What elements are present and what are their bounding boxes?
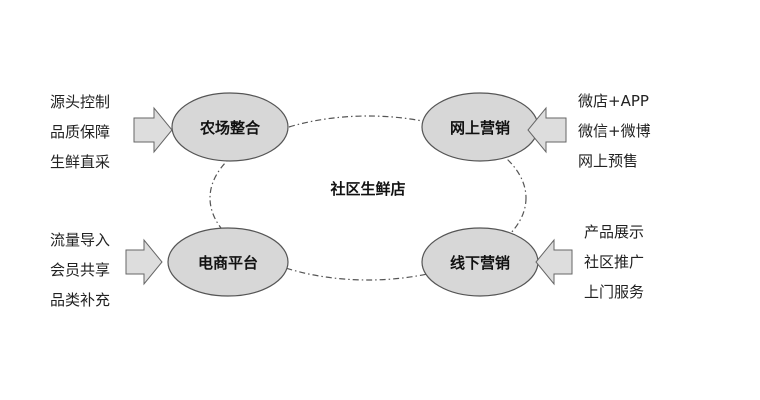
online-input-arrow [527, 106, 567, 154]
offline-input-arrow [535, 238, 573, 286]
offline-group: 线下营销 产品展示 社区推广 上门服务 [421, 223, 644, 301]
farm-input-3: 生鲜直采 [50, 153, 110, 171]
connection-ring [209, 115, 527, 281]
ecommerce-group: 流量导入 会员共享 品类补充 电商平台 [50, 227, 289, 309]
ecommerce-node [167, 227, 289, 297]
online-group: 网上营销 微店+APP 微信+微博 网上预售 [421, 92, 651, 170]
offline-node-label: 线下营销 [450, 254, 510, 272]
farm-group: 源头控制 品质保障 生鲜直采 农场整合 [50, 92, 289, 171]
online-input-3: 网上预售 [578, 152, 638, 170]
online-inputs-text: 微店+APP 微信+微博 网上预售 [578, 92, 651, 170]
online-input-1: 微店+APP [578, 92, 649, 110]
ecommerce-inputs-text: 流量导入 会员共享 品类补充 [50, 231, 110, 309]
online-node-label: 网上营销 [450, 119, 510, 137]
farm-node [171, 92, 289, 162]
ecommerce-input-2: 会员共享 [50, 261, 110, 279]
farm-inputs-text: 源头控制 品质保障 生鲜直采 [50, 93, 110, 171]
ecommerce-input-arrow [125, 238, 163, 286]
center-label: 社区生鲜店 [329, 180, 405, 198]
ecommerce-input-3: 品类补充 [50, 291, 110, 309]
ecommerce-input-1: 流量导入 [50, 231, 110, 249]
offline-input-1: 产品展示 [584, 223, 644, 241]
offline-input-3: 上门服务 [584, 283, 644, 301]
farm-node-label: 农场整合 [199, 119, 261, 137]
offline-inputs-text: 产品展示 社区推广 上门服务 [584, 223, 644, 301]
online-input-2: 微信+微博 [578, 122, 651, 140]
farm-input-arrow [133, 106, 173, 154]
offline-input-2: 社区推广 [584, 253, 644, 271]
farm-input-2: 品质保障 [50, 123, 110, 141]
farm-input-1: 源头控制 [50, 93, 110, 111]
ecommerce-node-label: 电商平台 [198, 254, 258, 272]
